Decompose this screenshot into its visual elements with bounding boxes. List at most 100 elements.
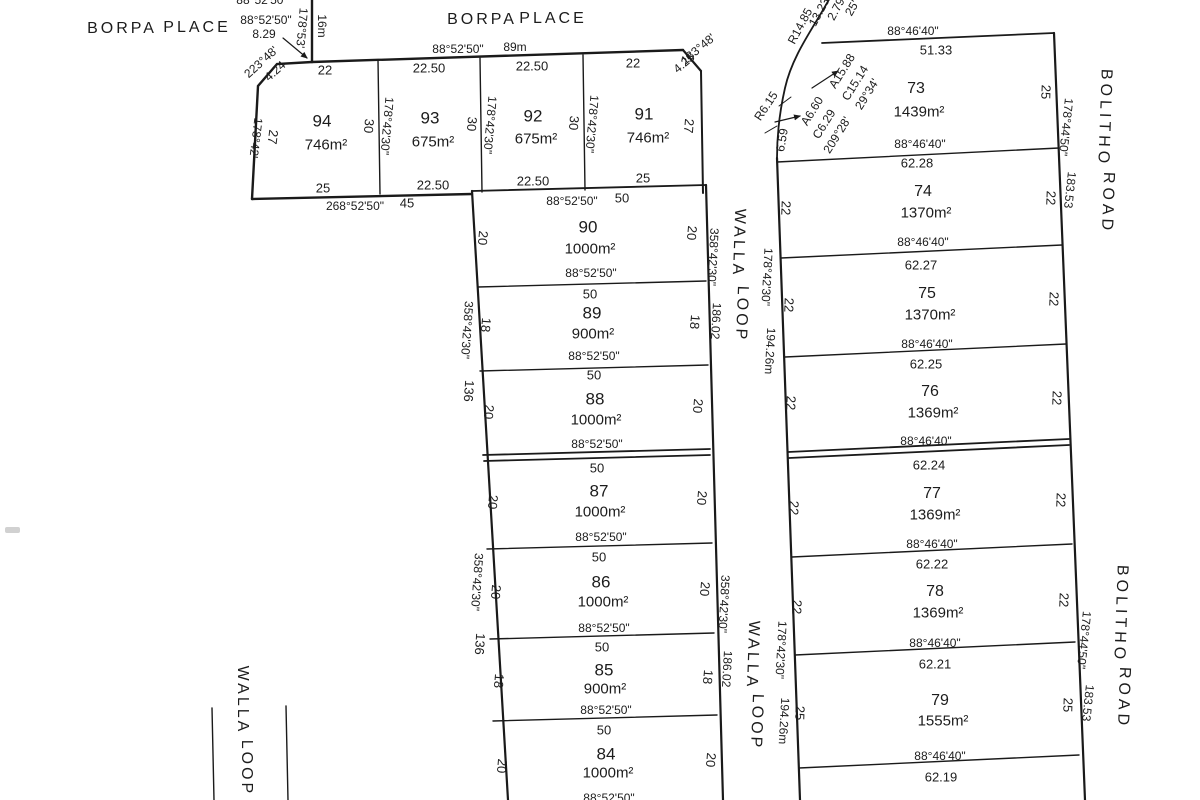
- lot-76-south-boundary: [787, 438, 1070, 453]
- lot-area: 1555m²: [917, 712, 969, 730]
- bearing-label: 88°46'40": [914, 749, 966, 763]
- dim-label: 25: [635, 170, 651, 186]
- road-name-walla-loop: WALLA: [728, 208, 749, 278]
- lot-88-south-boundary: [482, 448, 711, 456]
- dim-label: 22: [1046, 291, 1062, 307]
- lot-area: 675m²: [411, 133, 455, 151]
- middle-lots-east-boundary: [704, 183, 725, 800]
- bearing-label: 88°52'50": [565, 266, 617, 280]
- dim-label: 22: [781, 297, 797, 313]
- bearing-label: 88°52'50": [568, 349, 620, 363]
- bearing-label: 178°42'30": [377, 96, 397, 156]
- dim-label: 50: [582, 286, 598, 302]
- lot-area: 746m²: [304, 136, 348, 154]
- road-name-borpa-place: PLACE: [163, 19, 231, 36]
- road-name-bolitho-road: BOLITHO: [1094, 68, 1115, 168]
- dim-label: 22.50: [515, 58, 549, 74]
- bearing-label: 178°42'30": [772, 620, 790, 680]
- lot-number: 86: [591, 572, 611, 592]
- curve-tick: [764, 125, 778, 134]
- lot-77-north-boundary: [788, 444, 1070, 459]
- walla-loop-west-boundary: [470, 189, 510, 800]
- dim-label: 20: [683, 225, 701, 241]
- road-name-bolitho-road: ROAD: [1097, 171, 1118, 235]
- dim-label: 22: [317, 62, 333, 78]
- distance-label: 45: [399, 195, 415, 211]
- dim-label: 22: [778, 200, 794, 216]
- lot-number: 92: [523, 106, 543, 126]
- dim-label: 22: [1056, 592, 1072, 608]
- annotation-arrow: [811, 70, 839, 89]
- east-lots-west-boundary: [775, 156, 802, 800]
- dim-label: 20: [689, 398, 707, 414]
- distance-label: 62.21: [918, 656, 952, 672]
- bearing-label: 88°52'50": [580, 703, 632, 717]
- road-name-borpa-place: PLACE: [519, 10, 587, 27]
- bearing-label: 178°42'30": [758, 247, 776, 307]
- road-name-walla-loop: WALLA: [742, 620, 763, 690]
- walla-loop-corner-curve: [776, 0, 830, 159]
- walla-loop-sw-east-edge: [285, 705, 289, 800]
- dim-label: 50: [586, 367, 602, 383]
- road-name-borpa-place: BORPA: [447, 11, 517, 28]
- road-name-bolitho-road: BOLITHO: [1110, 564, 1131, 664]
- bolitho-road-west-boundary: [1052, 31, 1087, 800]
- lot-number: 74: [914, 183, 932, 200]
- bearing-label: 88°46'40": [894, 137, 946, 151]
- lots-93-94-south-boundary: [250, 192, 474, 201]
- bearing-label: 88°52'50": [432, 42, 484, 56]
- distance-label: 51.33: [919, 42, 953, 58]
- bearing-label: 358°42'30": [715, 574, 733, 634]
- distance-label: 186.02: [708, 302, 724, 340]
- lot-number: 78: [926, 583, 944, 600]
- lot-area: 746m²: [626, 129, 670, 147]
- curve-label: R6.15: [751, 88, 781, 124]
- dim-label: 18: [686, 314, 704, 330]
- lot-number: 76: [921, 383, 939, 400]
- bearing-label: 88°52'50": [236, 0, 288, 7]
- lot-number: 79: [931, 692, 949, 709]
- dim-label: 30: [463, 116, 481, 132]
- bearing-label: 178°42': [246, 117, 266, 159]
- lot-area: 675m²: [514, 130, 558, 148]
- bearing-label: 88°46'40": [897, 235, 949, 249]
- distance-label: 186.02: [719, 650, 735, 688]
- road-name-walla-loop: LOOP: [238, 739, 255, 797]
- lot-area: 1000m²: [574, 503, 626, 521]
- annotation-arrow: [774, 114, 801, 123]
- bearing-label: 88°46'40": [887, 24, 939, 38]
- bearing-label: 178°44'50": [1056, 97, 1076, 157]
- lot-divider-73-74: [776, 147, 1060, 163]
- dim-label: 22: [1043, 190, 1059, 206]
- road-name-walla-loop: LOOP: [732, 285, 751, 343]
- distance-label: 62.19: [924, 769, 958, 785]
- bearing-label: 88°52'50": [546, 194, 598, 208]
- distance-label: 8.29: [252, 27, 276, 41]
- dim-label: 22: [1053, 492, 1069, 508]
- dim-label: 25: [315, 180, 331, 196]
- bearing-label: 178°42'30": [582, 94, 602, 154]
- dim-label: 50: [596, 722, 612, 738]
- distance-label: 4.25: [670, 50, 698, 76]
- dim-label: 18: [490, 673, 508, 689]
- lot-area: 1000m²: [570, 411, 622, 429]
- dim-label: 50: [591, 549, 607, 565]
- dim-label: 50: [589, 460, 605, 476]
- lot-number: 87: [589, 481, 609, 501]
- bearing-label: 88°52'50": [571, 437, 623, 451]
- distance-label: 89m: [503, 40, 527, 54]
- lot-number: 90: [578, 217, 598, 237]
- lot-87-north-boundary: [483, 454, 711, 462]
- bearing-label: 178°42'30": [480, 95, 500, 155]
- lot-number: 89: [582, 303, 602, 323]
- lot-divider-89-88: [479, 364, 709, 372]
- lots-91-94-north-boundary: [310, 48, 685, 64]
- lot-number: 77: [923, 485, 941, 502]
- lot-area: 1000m²: [564, 240, 616, 258]
- lot-divider-85-84: [492, 714, 718, 722]
- bearing-label: 88°46'40": [901, 337, 953, 351]
- distance-label: 194.26m: [761, 327, 779, 375]
- distance-label: 62.22: [915, 556, 949, 572]
